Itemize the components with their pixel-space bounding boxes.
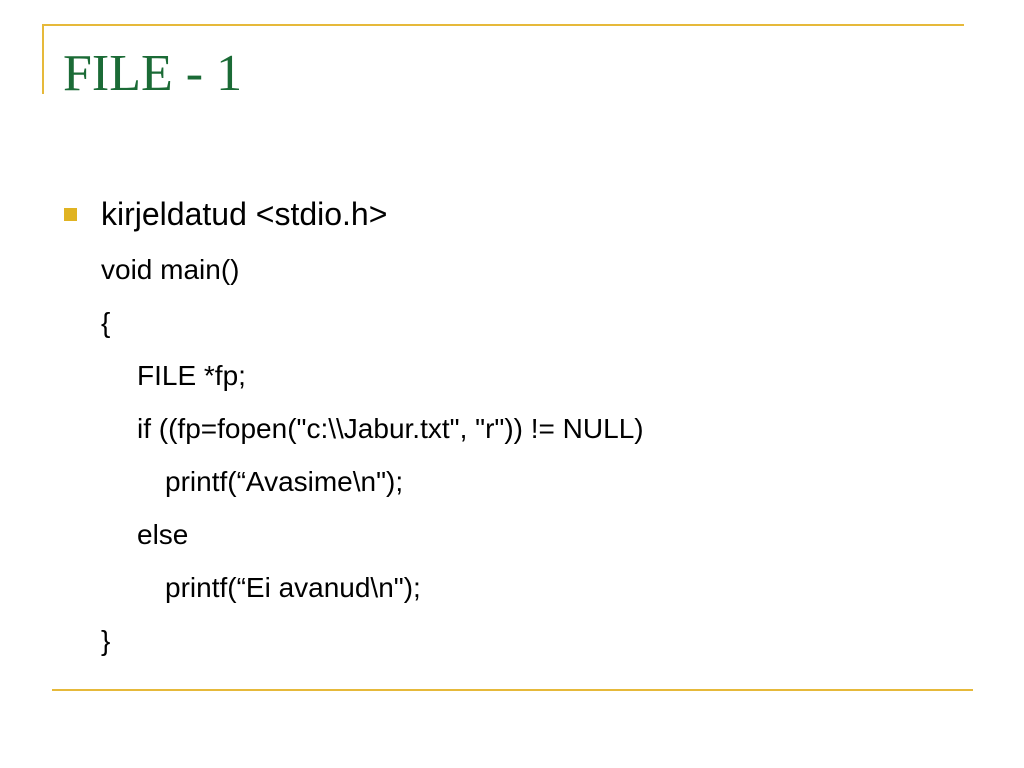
code-line: } bbox=[101, 625, 111, 656]
code-line: FILE *fp; bbox=[137, 360, 246, 391]
code-line: printf(“Avasime\n"); bbox=[165, 466, 404, 497]
bottom-divider-line bbox=[52, 689, 973, 691]
left-accent-line bbox=[42, 24, 44, 94]
square-bullet-icon bbox=[64, 208, 77, 221]
code-line: if ((fp=fopen("c:\\Jabur.txt", "r")) != … bbox=[137, 413, 644, 444]
code-line: printf(“Ei avanud\n"); bbox=[165, 572, 421, 603]
bullet-text: kirjeldatud <stdio.h> bbox=[101, 196, 388, 232]
slide-title: FILE - 1 bbox=[63, 45, 243, 102]
code-line: { bbox=[101, 307, 111, 338]
code-line: else bbox=[137, 519, 189, 550]
code-line: void main() bbox=[101, 254, 240, 285]
top-divider-line bbox=[42, 24, 964, 26]
